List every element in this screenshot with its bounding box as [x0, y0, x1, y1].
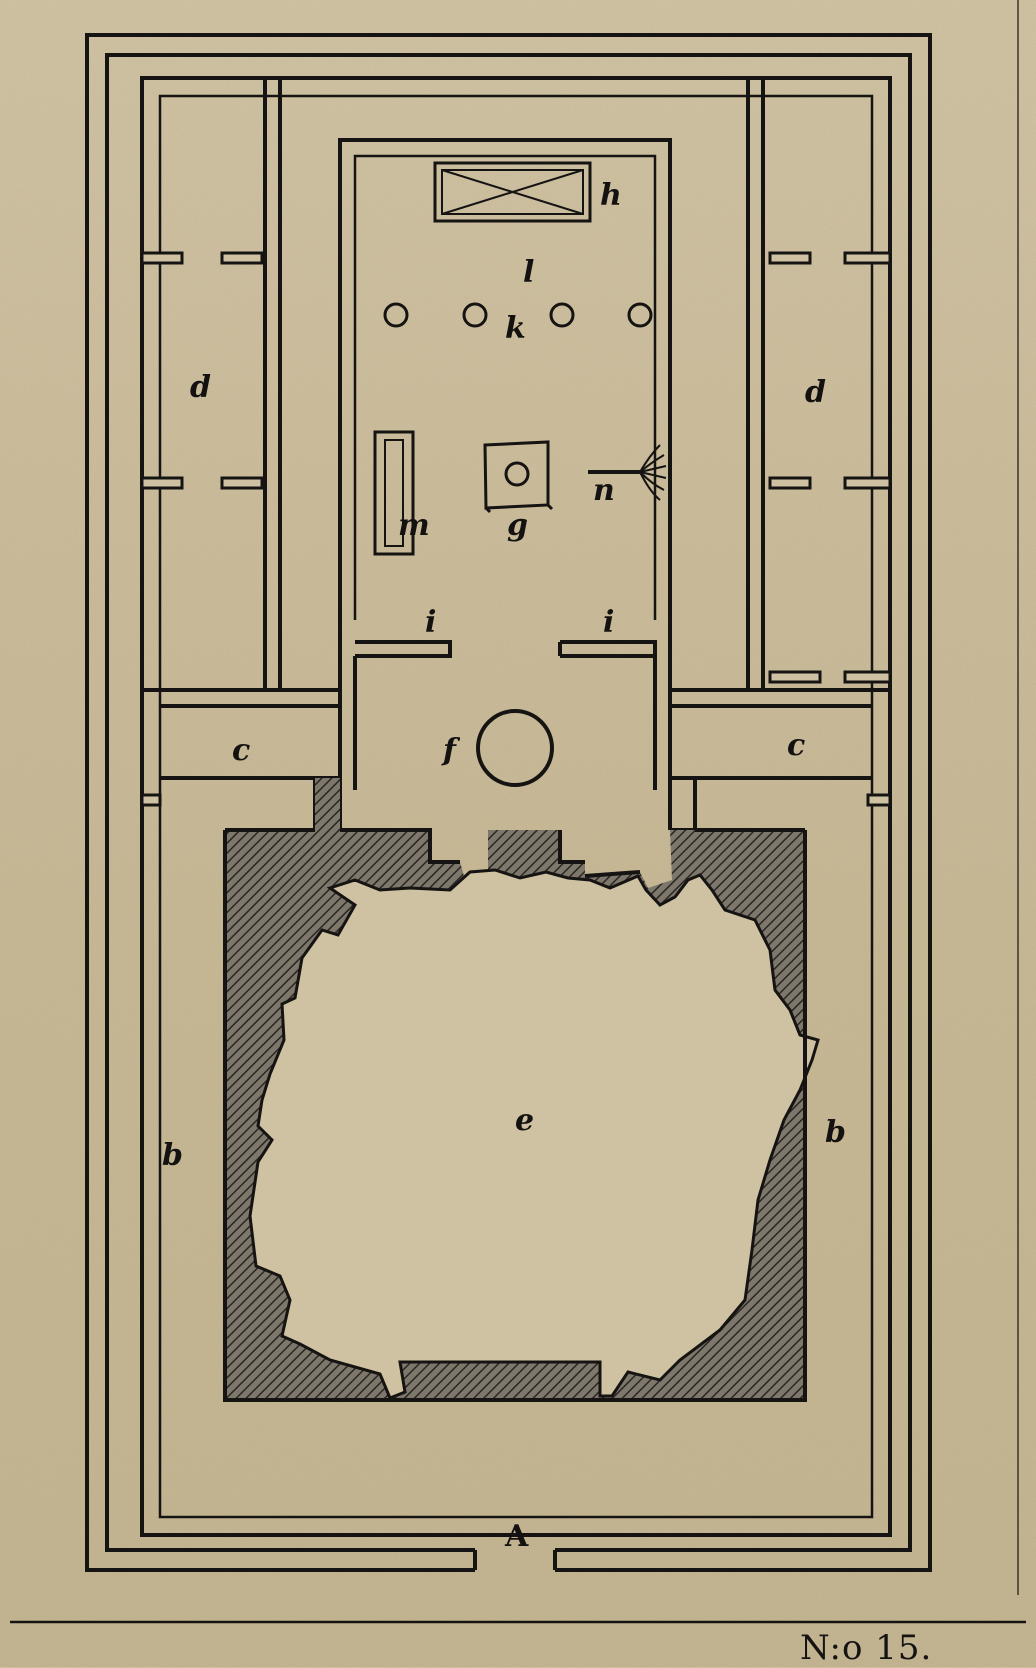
- label-m: m: [398, 508, 430, 543]
- label-b-left: b: [162, 1138, 183, 1173]
- sanctuary-walls: [142, 78, 890, 832]
- label-k: k: [505, 311, 526, 346]
- wall-slits: [140, 251, 892, 807]
- label-d-left: d: [190, 370, 211, 405]
- plate-number: N:o 15.: [800, 1628, 933, 1668]
- label-b-right: b: [825, 1115, 846, 1150]
- altar-h: [433, 161, 592, 223]
- label-i-right: i: [603, 605, 614, 640]
- label-g: g: [507, 508, 528, 543]
- label-i-left: i: [425, 605, 436, 640]
- plan-labels: A b b c c d d e f g h i i k l m n: [162, 178, 846, 1554]
- bench-m: [373, 430, 415, 556]
- fountain-n: [588, 444, 667, 501]
- court-e-interior: [248, 868, 820, 1400]
- well-f: [476, 709, 554, 787]
- label-l: l: [523, 255, 534, 290]
- inner-enclosure-walls: [140, 76, 892, 1537]
- base-g: [483, 440, 554, 514]
- court-e-outline: [223, 828, 807, 1402]
- label-n: n: [593, 473, 615, 508]
- label-e: e: [515, 1103, 534, 1138]
- label-d-right: d: [805, 375, 826, 410]
- label-c-left: c: [232, 733, 250, 768]
- label-c-right: c: [787, 728, 805, 763]
- outer-wall: [85, 33, 932, 1572]
- label-A: A: [504, 1519, 529, 1554]
- label-h: h: [600, 178, 622, 213]
- column-bases-k: [383, 302, 653, 328]
